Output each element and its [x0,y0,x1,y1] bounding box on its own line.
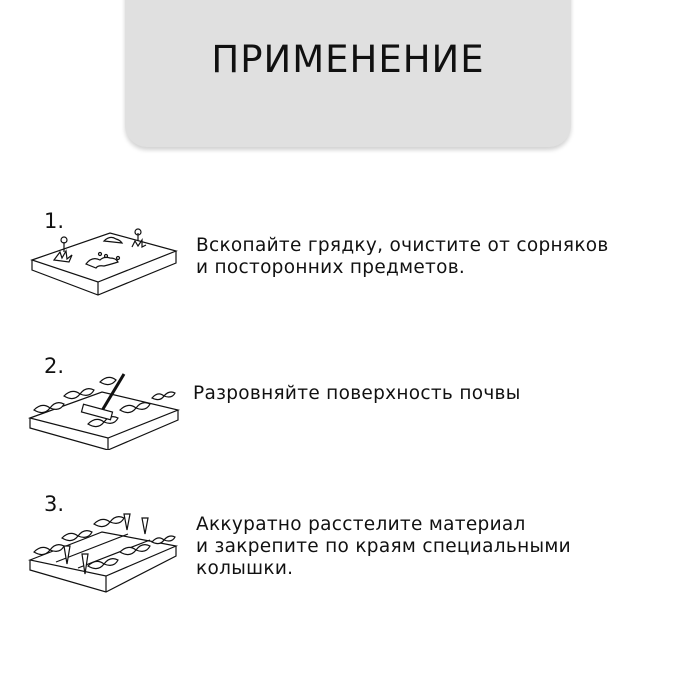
header-banner: ПРИМЕНЕНИЕ [125,0,571,147]
garden-bed-with-pegs-icon [27,513,179,593]
step-number: 3. [44,492,65,516]
step-instruction: Вскопайте грядку, очистите от сорняков и… [196,235,609,278]
garden-bed-with-rake-icon [27,373,180,450]
step-instruction: Разровняйте поверхность почвы [193,383,521,404]
step-number: 1. [44,209,65,233]
step-instruction: Аккуратно расстелите материал и закрепит… [196,514,571,579]
page-title: ПРИМЕНЕНИЕ [211,38,485,81]
step-number: 2. [44,354,65,378]
dug-garden-bed-with-weeds-icon [30,228,178,296]
